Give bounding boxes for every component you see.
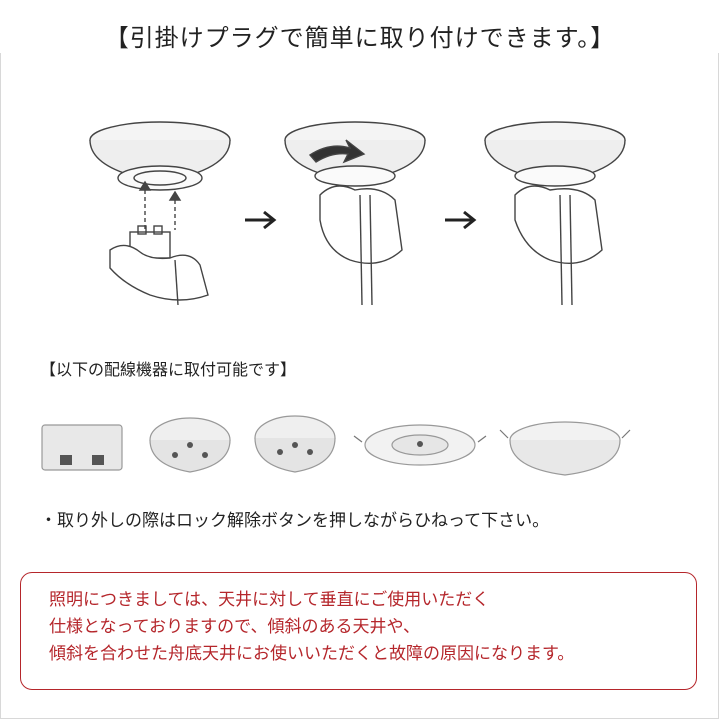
page-frame [0,40,719,719]
hand-drawing [514,185,603,306]
round-rosette-device [149,417,231,473]
arrow-right-icon [445,210,477,230]
warning-line: 照明につきましては、天井に対して垂直にご使用いただく [49,590,490,610]
ceiling-plate-device [353,424,487,466]
ceiling-plate-drawing [89,121,231,230]
warning-line: 仕様となっておりますので、傾斜のある天井や、 [49,617,420,637]
removal-instruction: ・取り外しの際はロック解除ボタンを押しながらひねって下さい。 [40,511,550,531]
hook-ceiling-device [499,421,631,476]
ceiling-plate-drawing [284,121,426,187]
compatible-devices-illustration [41,415,631,476]
round-rosette-device [254,415,336,473]
page-title: 【引掛けプラグで簡単に取り付けできます。】 [0,18,720,53]
warning-box: 照明につきましては、天井に対して垂直にご使用いただく 仕様となっておりますので、… [20,572,697,690]
hand-drawing [109,244,209,306]
hand-drawing [319,185,403,306]
ceiling-plate-drawing [484,121,626,187]
compatible-devices-heading: 【以下の配線機器に取付可能です】 [40,360,297,379]
installation-steps-illustration [89,121,626,306]
arrow-right-icon [245,210,277,230]
rectangular-plug-device [41,424,123,471]
warning-line: 傾斜を合わせた舟底天井にお使いいただくと故障の原因になります。 [49,644,575,664]
